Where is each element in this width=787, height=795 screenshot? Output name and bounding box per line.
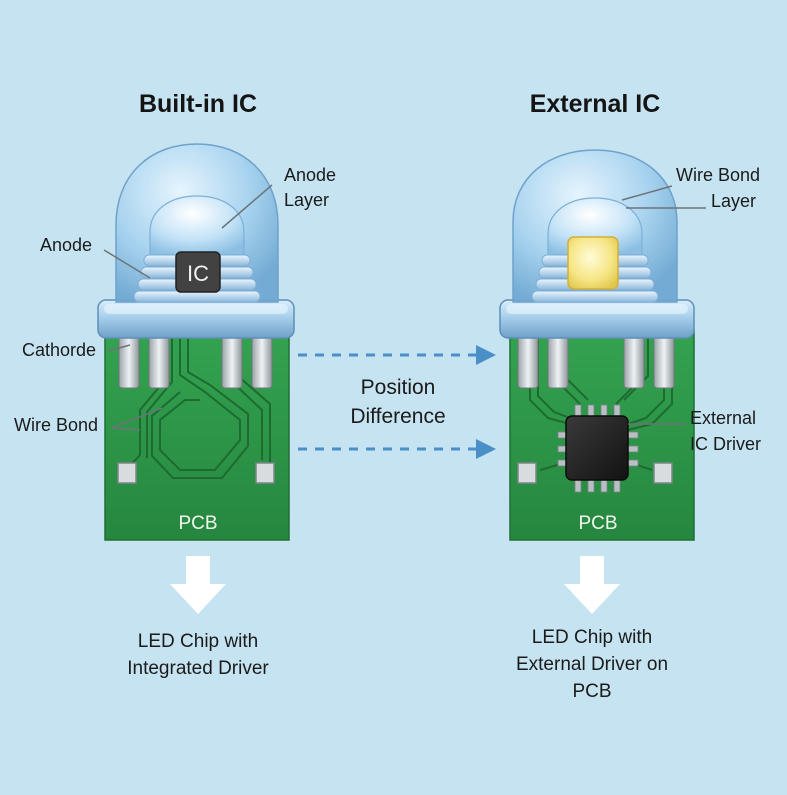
position-difference-arrows — [298, 345, 496, 459]
arrow-head-top — [476, 345, 496, 365]
arrow-head-bottom — [476, 439, 496, 459]
right-title: External IC — [529, 90, 661, 118]
left-leads — [118, 335, 273, 389]
right-led-assembly — [499, 149, 695, 541]
label-cathorde: Cathorde — [22, 340, 97, 360]
left-bottom-caption: LED Chip with Integrated Driver — [127, 628, 269, 682]
right-pad-br — [653, 462, 673, 484]
right-down-arrow — [564, 556, 620, 614]
left-pad-br — [255, 462, 275, 484]
label-external-ic-line2: IC Driver — [690, 434, 761, 454]
left-pad-bl — [117, 462, 137, 484]
label-anode: Anode — [40, 235, 93, 255]
right-bottom-line3: PCB — [572, 681, 612, 702]
left-down-arrow — [170, 556, 226, 614]
left-ic-chip — [175, 251, 221, 293]
right-bottom-line1: LED Chip with — [531, 627, 653, 648]
left-bottom-line2: Integrated Driver — [127, 658, 269, 679]
left-inner-rings — [133, 254, 261, 303]
label-wire-bond-layer-line1: Wire Bond — [676, 165, 761, 185]
position-difference-line2: Difference — [350, 405, 446, 428]
left-pcb-label: PCB — [178, 513, 218, 534]
left-ic-chip-text: IC — [187, 261, 209, 286]
right-pointer-lines — [621, 185, 706, 425]
label-external-ic-line1: External — [690, 408, 757, 428]
right-pcb-label: PCB — [578, 513, 618, 534]
label-wire-bond-left: Wire Bond — [14, 415, 99, 435]
left-led-assembly — [97, 143, 295, 541]
right-leads — [517, 335, 675, 389]
right-bottom-caption: LED Chip with External Driver on PCB — [516, 624, 668, 705]
external-ic-driver-chip — [557, 404, 639, 493]
left-inner-dome — [149, 195, 245, 256]
left-pointer-lines — [103, 184, 273, 431]
led-chip-die — [567, 236, 619, 290]
label-anode-layer-line1: Anode — [284, 165, 337, 185]
left-bottom-line1: LED Chip with — [137, 631, 259, 652]
left-title: Built-in IC — [138, 90, 258, 118]
right-pad-bl — [517, 462, 537, 484]
right-bottom-line2: External Driver on — [515, 654, 669, 675]
position-difference-line1: Position — [360, 376, 436, 399]
label-wire-bond-layer-line2: Layer — [711, 191, 757, 211]
label-anode-layer-line2: Layer — [284, 190, 330, 210]
